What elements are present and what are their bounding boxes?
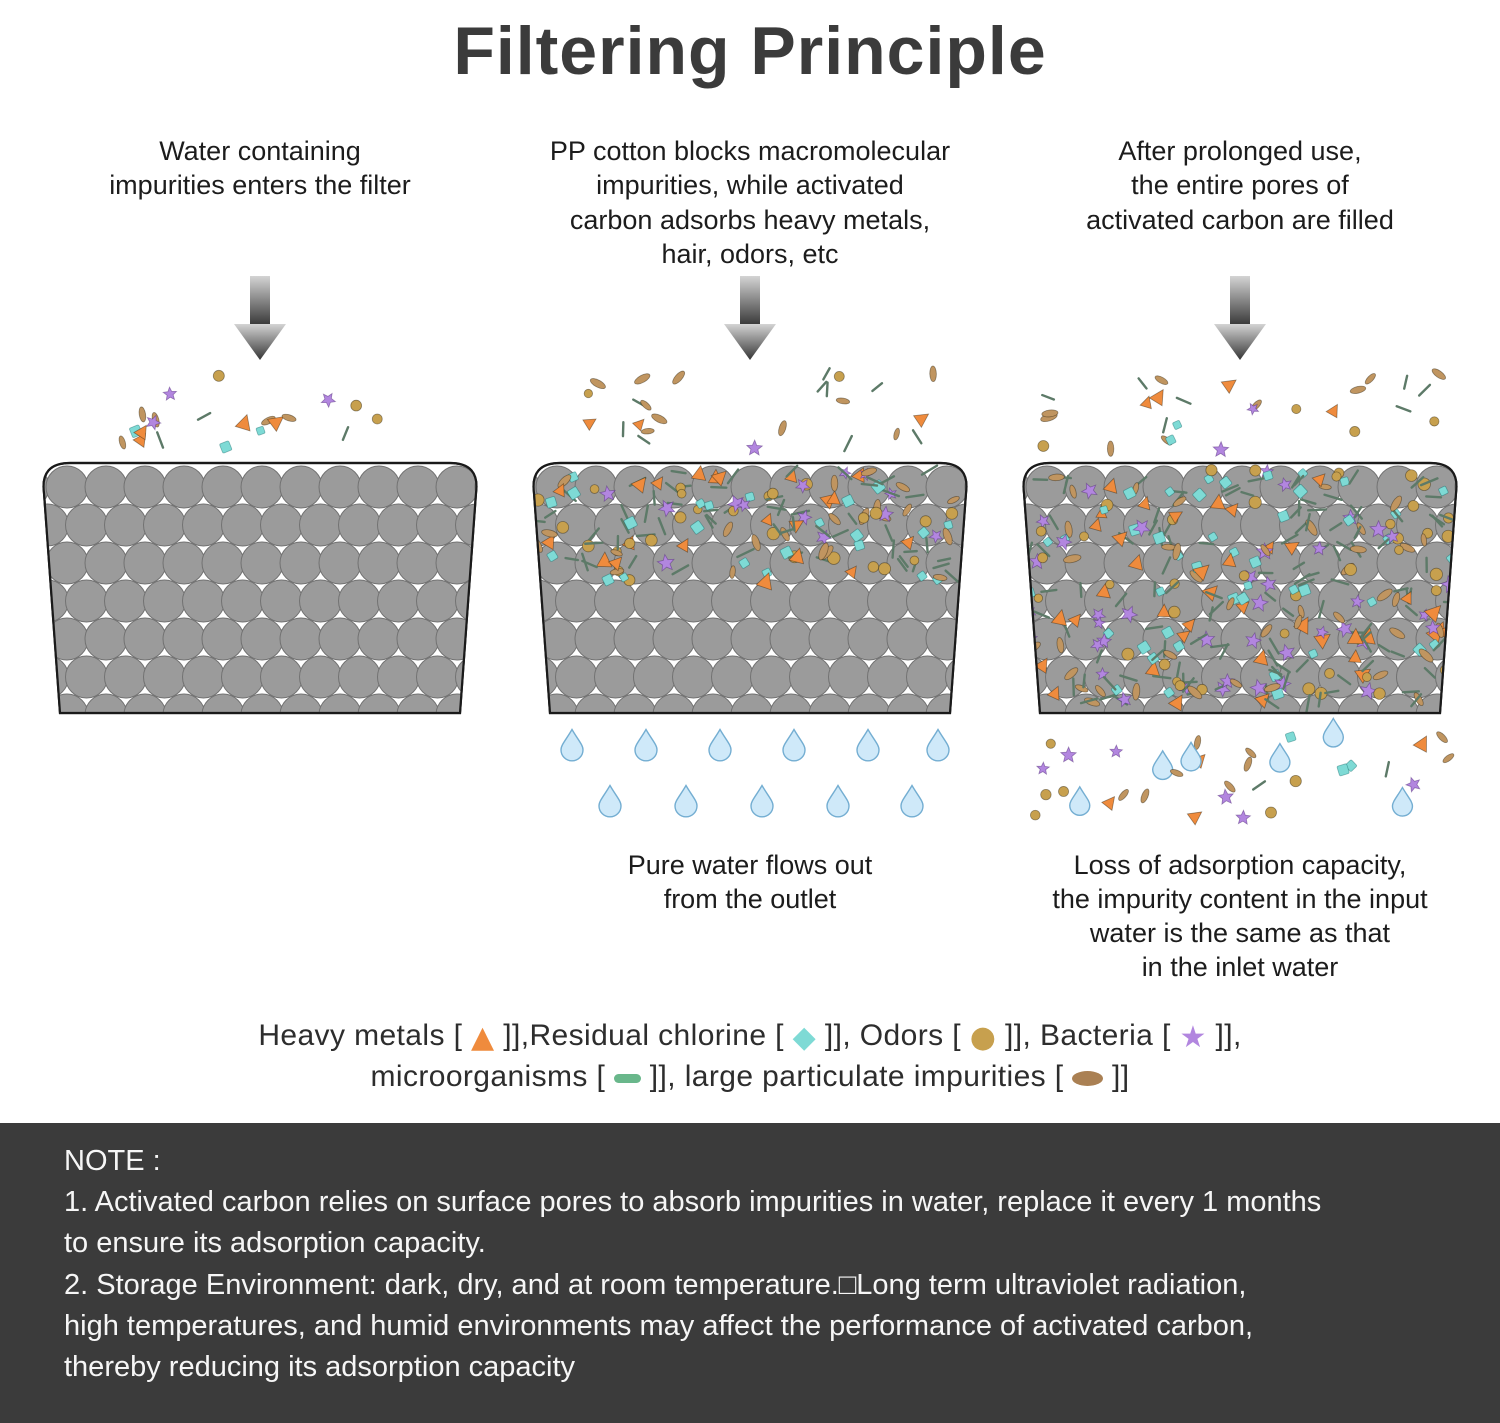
stage-caption: Water containing impurities enters the f…: [109, 136, 411, 201]
stage-column-saturated-filter: After prolonged use, the entire pores of…: [995, 134, 1485, 986]
page-title: Filtering Principle: [453, 13, 1047, 89]
triangle-legend-icon: ▲: [471, 1020, 495, 1055]
stage-columns: Water containing impurities enters the f…: [0, 134, 1500, 986]
stage-column-working-filter: PP cotton blocks macromolecular impuriti…: [505, 134, 995, 986]
star-legend-icon: ★: [1179, 1020, 1207, 1055]
outflow-area: [30, 716, 490, 836]
down-arrow-icon: [724, 276, 776, 360]
oval-legend-icon: [1072, 1070, 1104, 1086]
impurity-cloud: [582, 365, 937, 456]
note-line-2: 2. Storage Environment: dark, dry, and a…: [64, 1268, 1254, 1383]
circle-legend-icon: ●: [969, 1020, 997, 1055]
down-arrow-icon: [1214, 276, 1266, 360]
dash-legend-icon: [614, 1073, 642, 1083]
stage-caption: PP cotton blocks macromolecular impuriti…: [549, 136, 951, 269]
stage-caption: After prolonged use, the entire pores of…: [1086, 136, 1394, 235]
outflow-area: [560, 728, 950, 818]
legend-line-1: Heavy metals [ ▲ ]],Residual chlorine [ …: [258, 1019, 1242, 1055]
impurity-cloud: [1037, 368, 1446, 458]
diamond-legend-icon: ◆: [792, 1020, 817, 1055]
down-arrow-icon: [234, 276, 286, 360]
filter-diagram: [1022, 461, 1458, 715]
filter-diagram: [42, 461, 478, 715]
note-line-1: 1. Activated carbon relies on surface po…: [64, 1186, 1322, 1260]
filter-diagram: [532, 461, 968, 715]
stage-result-caption: Pure water flows out from the outlet: [627, 850, 873, 915]
outflow-area: [1030, 717, 1455, 826]
impurity-legend: Heavy metals [ ▲ ]],Residual chlorine [ …: [0, 1012, 1500, 1101]
legend-line-2: microorganisms [ ]], large particulate i…: [370, 1060, 1130, 1093]
stage-result-caption: Loss of adsorption capacity, the impurit…: [1052, 850, 1428, 983]
stage-column-new-filter: Water containing impurities enters the f…: [15, 134, 505, 986]
impurity-cloud: [118, 369, 383, 454]
note-panel: NOTE : 1. Activated carbon relies on sur…: [0, 1123, 1500, 1423]
note-heading: NOTE :: [64, 1145, 161, 1177]
